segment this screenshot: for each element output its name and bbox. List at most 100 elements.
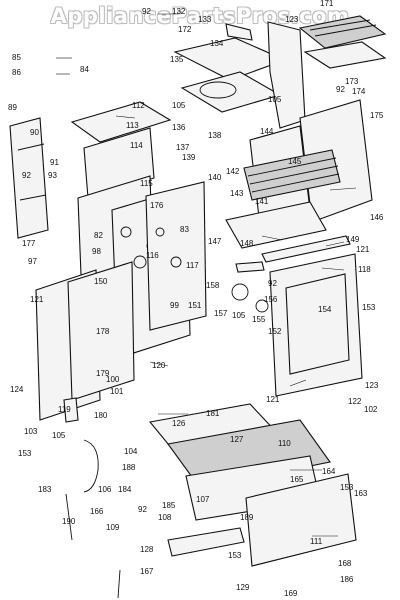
callout-165: 165 [290, 475, 304, 484]
callout-186: 186 [340, 575, 354, 584]
callout-105: 105 [268, 95, 282, 104]
callout-135: 135 [170, 55, 184, 64]
center-side-panel [145, 181, 269, 331]
callout-106: 106 [98, 485, 112, 494]
leveling-legs [63, 397, 121, 599]
callout-188: 188 [122, 463, 136, 472]
callout-143: 143 [230, 189, 244, 198]
callout-103: 103 [24, 427, 38, 436]
callout-90: 90 [30, 128, 39, 137]
callout-113: 113 [126, 121, 139, 130]
callout-107: 107 [196, 495, 210, 504]
callout-171: 171 [320, 0, 334, 8]
broiler-rack [298, 15, 387, 69]
callout-117: 117 [186, 261, 199, 270]
callout-92: 92 [336, 85, 345, 94]
callout-127: 127 [230, 435, 244, 444]
callout-158: 158 [206, 281, 220, 290]
callout-126: 126 [172, 419, 186, 428]
callout-163: 163 [354, 489, 368, 498]
callout-185: 185 [162, 501, 176, 510]
callout-105: 105 [52, 431, 66, 440]
callout-123: 123 [285, 15, 299, 24]
oven-door-right [261, 235, 363, 397]
callout-121: 121 [30, 295, 44, 304]
callout-183: 183 [38, 485, 52, 494]
callout-146: 146 [370, 213, 384, 222]
callout-104: 104 [124, 447, 138, 456]
callout-119: 119 [58, 405, 71, 414]
callout-136: 136 [172, 123, 186, 132]
callout-168: 168 [338, 559, 352, 568]
callout-134: 134 [210, 39, 224, 48]
callout-184: 184 [118, 485, 132, 494]
callout-152: 152 [268, 327, 282, 336]
callout-102: 102 [364, 405, 378, 414]
callout-116: 116 [146, 251, 159, 260]
callout-150: 150 [94, 277, 108, 286]
callout-92: 92 [138, 505, 147, 514]
callout-153: 153 [362, 303, 376, 312]
callout-153: 153 [228, 551, 242, 560]
callout-97: 97 [28, 257, 37, 266]
callout-92: 92 [268, 279, 277, 288]
callout-157: 157 [214, 309, 228, 318]
callout-121: 121 [356, 245, 370, 254]
leader-lines [56, 13, 357, 537]
oven-door-left [35, 261, 135, 421]
callout-133: 133 [198, 15, 212, 24]
callout-137: 137 [176, 143, 190, 152]
callout-178: 178 [96, 327, 110, 336]
callout-92: 92 [142, 7, 151, 16]
callout-83: 83 [180, 225, 189, 234]
callout-173: 173 [345, 77, 359, 86]
callout-174: 174 [352, 87, 366, 96]
callout-109: 109 [106, 523, 120, 532]
callout-176: 176 [150, 201, 164, 210]
callout-111: 111 [310, 537, 323, 546]
callout-121: 121 [266, 395, 280, 404]
callout-170: 170 [0, 0, 14, 2]
callout-139: 139 [182, 153, 196, 162]
callout-130: 130 [0, 0, 14, 2]
callout-140: 140 [208, 173, 222, 182]
callout-154: 154 [318, 305, 332, 314]
callout-98: 98 [92, 247, 101, 256]
callout-105: 105 [172, 101, 186, 110]
callout-166: 166 [90, 507, 104, 516]
callout-181: 181 [206, 409, 220, 418]
oven-cavity [225, 99, 373, 249]
callout-153: 153 [18, 449, 32, 458]
callout-141: 141 [255, 197, 269, 206]
callout-124: 124 [10, 385, 24, 394]
callout-147: 147 [208, 237, 222, 246]
left-side-panel [9, 117, 49, 239]
callout-92: 92 [22, 171, 31, 180]
callout-122: 122 [348, 397, 362, 406]
callout-105: 105 [232, 311, 246, 320]
callout-156: 156 [264, 295, 278, 304]
callout-93: 93 [48, 171, 57, 180]
callout-128: 128 [140, 545, 154, 554]
callout-129: 129 [236, 583, 250, 592]
callout-177: 177 [22, 239, 36, 248]
callout-148: 148 [240, 239, 254, 248]
callout-108: 108 [158, 513, 172, 522]
callout-132: 132 [172, 7, 186, 16]
callout-142: 142 [226, 167, 240, 176]
callout-101: 101 [110, 387, 124, 396]
callout-190: 190 [62, 517, 76, 526]
storage-drawer-assembly [148, 403, 357, 567]
callout-118: 118 [358, 265, 371, 274]
callout-112: 112 [132, 101, 145, 110]
callout-187: 187 [0, 0, 14, 2]
callout-100: 100 [106, 375, 120, 384]
callout-82: 82 [94, 231, 103, 240]
callout-153: 153 [340, 483, 354, 492]
callout-145: 145 [288, 157, 302, 166]
callout-151: 151 [188, 301, 202, 310]
callout-99: 99 [170, 301, 179, 310]
callout-144: 144 [260, 127, 274, 136]
cooktop-top-assembly [173, 21, 306, 129]
